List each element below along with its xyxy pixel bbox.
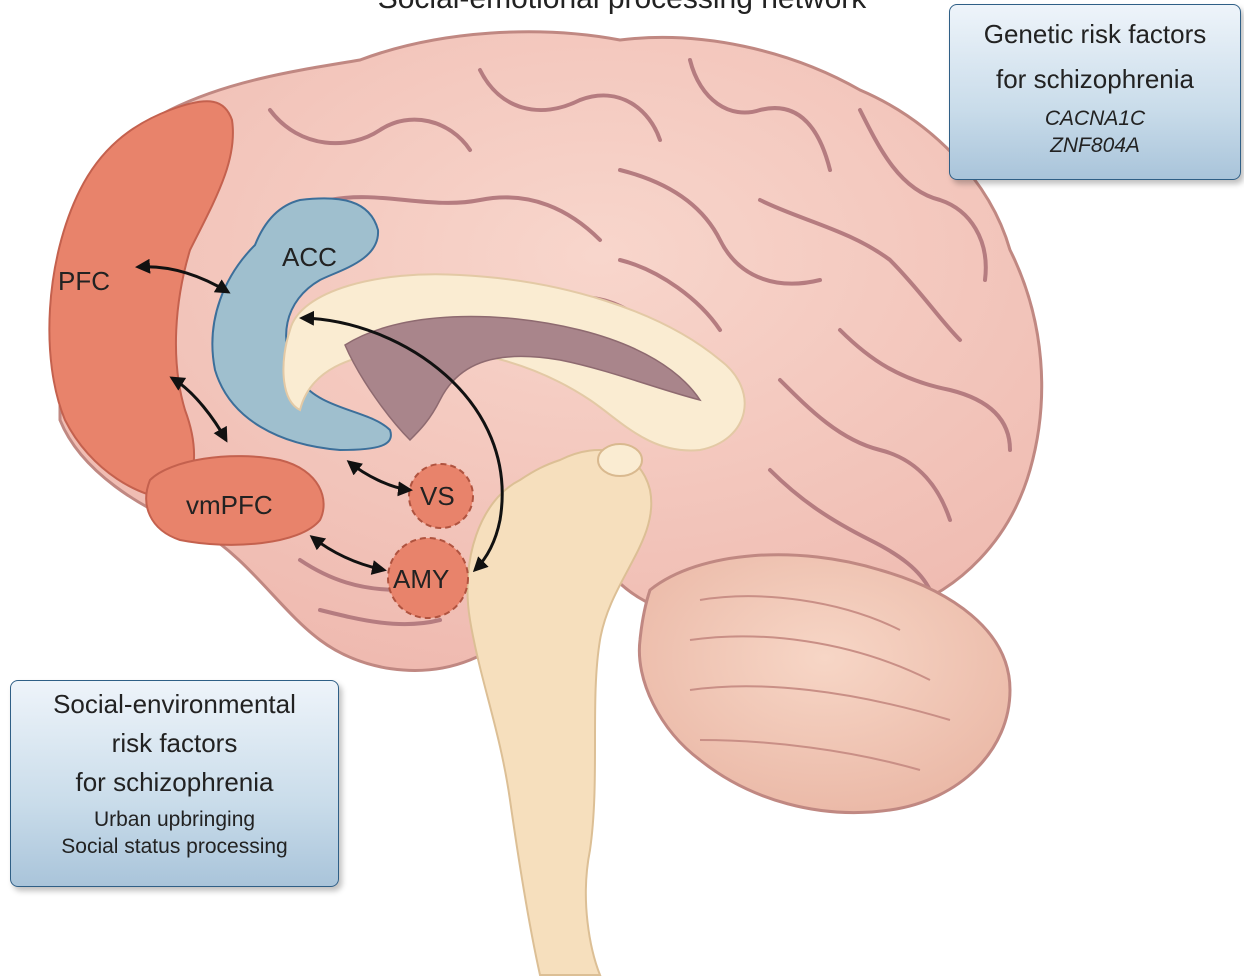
vmpfc-label: vmPFC — [186, 490, 273, 520]
acc-label: ACC — [282, 242, 337, 272]
genetic-item: ZNF804A — [950, 132, 1240, 159]
vs-label: VS — [420, 481, 455, 511]
amy-label: AMY — [393, 564, 449, 594]
pineal-region — [598, 444, 642, 476]
genetic-item: CACNA1C — [950, 105, 1240, 132]
cerebellum — [639, 555, 1010, 813]
genetic-risk-box: Genetic risk factors for schizophrenia C… — [949, 4, 1241, 180]
brainstem — [467, 450, 651, 975]
genetic-box-title-1: Genetic risk factors — [950, 19, 1240, 50]
genetic-box-title-2: for schizophrenia — [950, 64, 1240, 95]
social-item: Social status processing — [11, 833, 338, 860]
social-box-title-3: for schizophrenia — [11, 767, 338, 798]
social-risk-box: Social-environmental risk factors for sc… — [10, 680, 339, 887]
social-item: Urban upbringing — [11, 806, 338, 833]
social-box-title-1: Social-environmental — [11, 689, 338, 720]
pfc-label: PFC — [58, 266, 110, 296]
social-box-title-2: risk factors — [11, 728, 338, 759]
